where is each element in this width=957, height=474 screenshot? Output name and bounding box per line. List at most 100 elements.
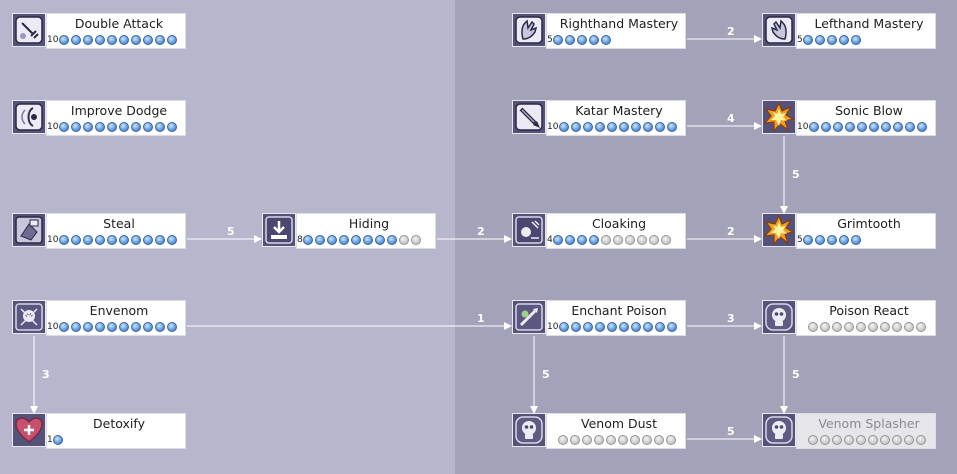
level-dot-filled <box>917 122 927 132</box>
requirement-level-label: 2 <box>727 225 735 238</box>
level-dot-filled <box>59 122 69 132</box>
level-dot-filled <box>839 235 849 245</box>
poison-blade-icon <box>512 300 546 334</box>
skill-grimtooth[interactable]: Grimtooth 5 <box>762 213 937 249</box>
skill-level: 10 <box>797 122 809 132</box>
level-dot-filled <box>571 122 581 132</box>
level-dot-empty <box>661 235 671 245</box>
level-dot-filled <box>571 322 581 332</box>
venom-skull-icon <box>512 413 546 447</box>
level-dot-filled <box>643 122 653 132</box>
requirement-level-label: 4 <box>727 112 735 125</box>
skill-katar-mastery[interactable]: Katar Mastery 10 <box>512 100 687 136</box>
venom-skull-icon <box>762 413 796 447</box>
requirement-level-label: 3 <box>727 312 735 325</box>
skill-name: Improve Dodge <box>70 103 168 118</box>
level-dot-filled <box>893 122 903 132</box>
level-dot-filled <box>577 235 587 245</box>
skill-venom-splasher[interactable]: Venom Splasher <box>762 413 937 449</box>
level-dot-empty <box>820 322 830 332</box>
level-dot-empty <box>868 435 878 445</box>
skill-righthand-mastery[interactable]: Righthand Mastery 5 <box>512 13 687 49</box>
skill-level-dots <box>558 435 678 447</box>
level-dot-filled <box>851 35 861 45</box>
skill-name: Poison React <box>829 303 909 318</box>
skill-detoxify[interactable]: Detoxify 1 <box>12 413 187 449</box>
level-dot-filled <box>351 235 361 245</box>
level-dot-filled <box>619 322 629 332</box>
level-dot-filled <box>631 322 641 332</box>
skill-level: 5 <box>547 35 553 45</box>
level-dot-filled <box>667 122 677 132</box>
cloak-icon <box>512 213 546 247</box>
skill-level: 1 <box>47 435 53 445</box>
level-dot-filled <box>363 235 373 245</box>
skill-level-dots <box>559 122 679 134</box>
skill-name: Grimtooth <box>837 216 901 231</box>
level-dot-filled <box>131 235 141 245</box>
level-dot-empty <box>601 235 611 245</box>
level-dot-filled <box>559 322 569 332</box>
skill-hiding[interactable]: Hiding 8 <box>262 213 437 249</box>
skill-enchant-poison[interactable]: Enchant Poison 10 <box>512 300 687 336</box>
level-dot-empty <box>904 435 914 445</box>
skill-level-dots <box>803 35 863 47</box>
skill-level-dots <box>559 322 679 334</box>
skill-name: Detoxify <box>93 416 145 431</box>
level-dot-filled <box>655 122 665 132</box>
level-dot-empty <box>558 435 568 445</box>
level-dot-filled <box>589 35 599 45</box>
level-dot-filled <box>95 122 105 132</box>
level-dot-empty <box>892 322 902 332</box>
level-dot-empty <box>399 235 409 245</box>
skill-envenom[interactable]: Envenom 10 <box>12 300 187 336</box>
level-dot-filled <box>155 122 165 132</box>
skill-level: 10 <box>47 35 59 45</box>
skill-improve-dodge[interactable]: Improve Dodge 10 <box>12 100 187 136</box>
skill-sonic-blow[interactable]: Sonic Blow 10 <box>762 100 937 136</box>
skill-cloaking[interactable]: Cloaking 4 <box>512 213 687 249</box>
skull-blade-icon <box>12 300 46 334</box>
level-dot-filled <box>119 322 129 332</box>
level-dot-empty <box>844 435 854 445</box>
level-dot-empty <box>856 435 866 445</box>
level-dot-empty <box>820 435 830 445</box>
skill-steal[interactable]: Steal 10 <box>12 213 187 249</box>
skill-lefthand-mastery[interactable]: Lefthand Mastery 5 <box>762 13 937 49</box>
right-hand-icon <box>512 13 546 47</box>
level-dot-filled <box>83 35 93 45</box>
level-dot-filled <box>167 35 177 45</box>
level-dot-filled <box>619 122 629 132</box>
level-dot-empty <box>844 322 854 332</box>
skill-level-dots <box>809 122 929 134</box>
level-dot-empty <box>832 322 842 332</box>
level-dot-filled <box>71 35 81 45</box>
level-dot-filled <box>71 122 81 132</box>
level-dot-filled <box>375 235 385 245</box>
level-dot-filled <box>131 122 141 132</box>
level-dot-filled <box>143 235 153 245</box>
requirement-level-label: 3 <box>42 367 50 381</box>
level-dot-filled <box>167 122 177 132</box>
level-dot-empty <box>637 235 647 245</box>
level-dot-filled <box>589 235 599 245</box>
level-dot-filled <box>827 35 837 45</box>
skill-venom-dust[interactable]: Venom Dust <box>512 413 687 449</box>
level-dot-filled <box>631 122 641 132</box>
skill-name: Steal <box>103 216 135 231</box>
skill-level-dots <box>553 235 673 247</box>
level-dot-filled <box>565 235 575 245</box>
level-dot-filled <box>119 122 129 132</box>
level-dot-filled <box>387 235 397 245</box>
level-dot-empty <box>880 322 890 332</box>
level-dot-empty <box>570 435 580 445</box>
level-dot-filled <box>155 322 165 332</box>
skill-poison-react[interactable]: Poison React <box>762 300 937 336</box>
level-dot-filled <box>167 322 177 332</box>
level-dot-filled <box>833 122 843 132</box>
skill-double-attack[interactable]: Double Attack 10 <box>12 13 187 49</box>
level-dot-filled <box>559 122 569 132</box>
skill-name: Righthand Mastery <box>559 16 679 31</box>
level-dot-filled <box>595 322 605 332</box>
requirement-level-label: 5 <box>227 225 235 238</box>
